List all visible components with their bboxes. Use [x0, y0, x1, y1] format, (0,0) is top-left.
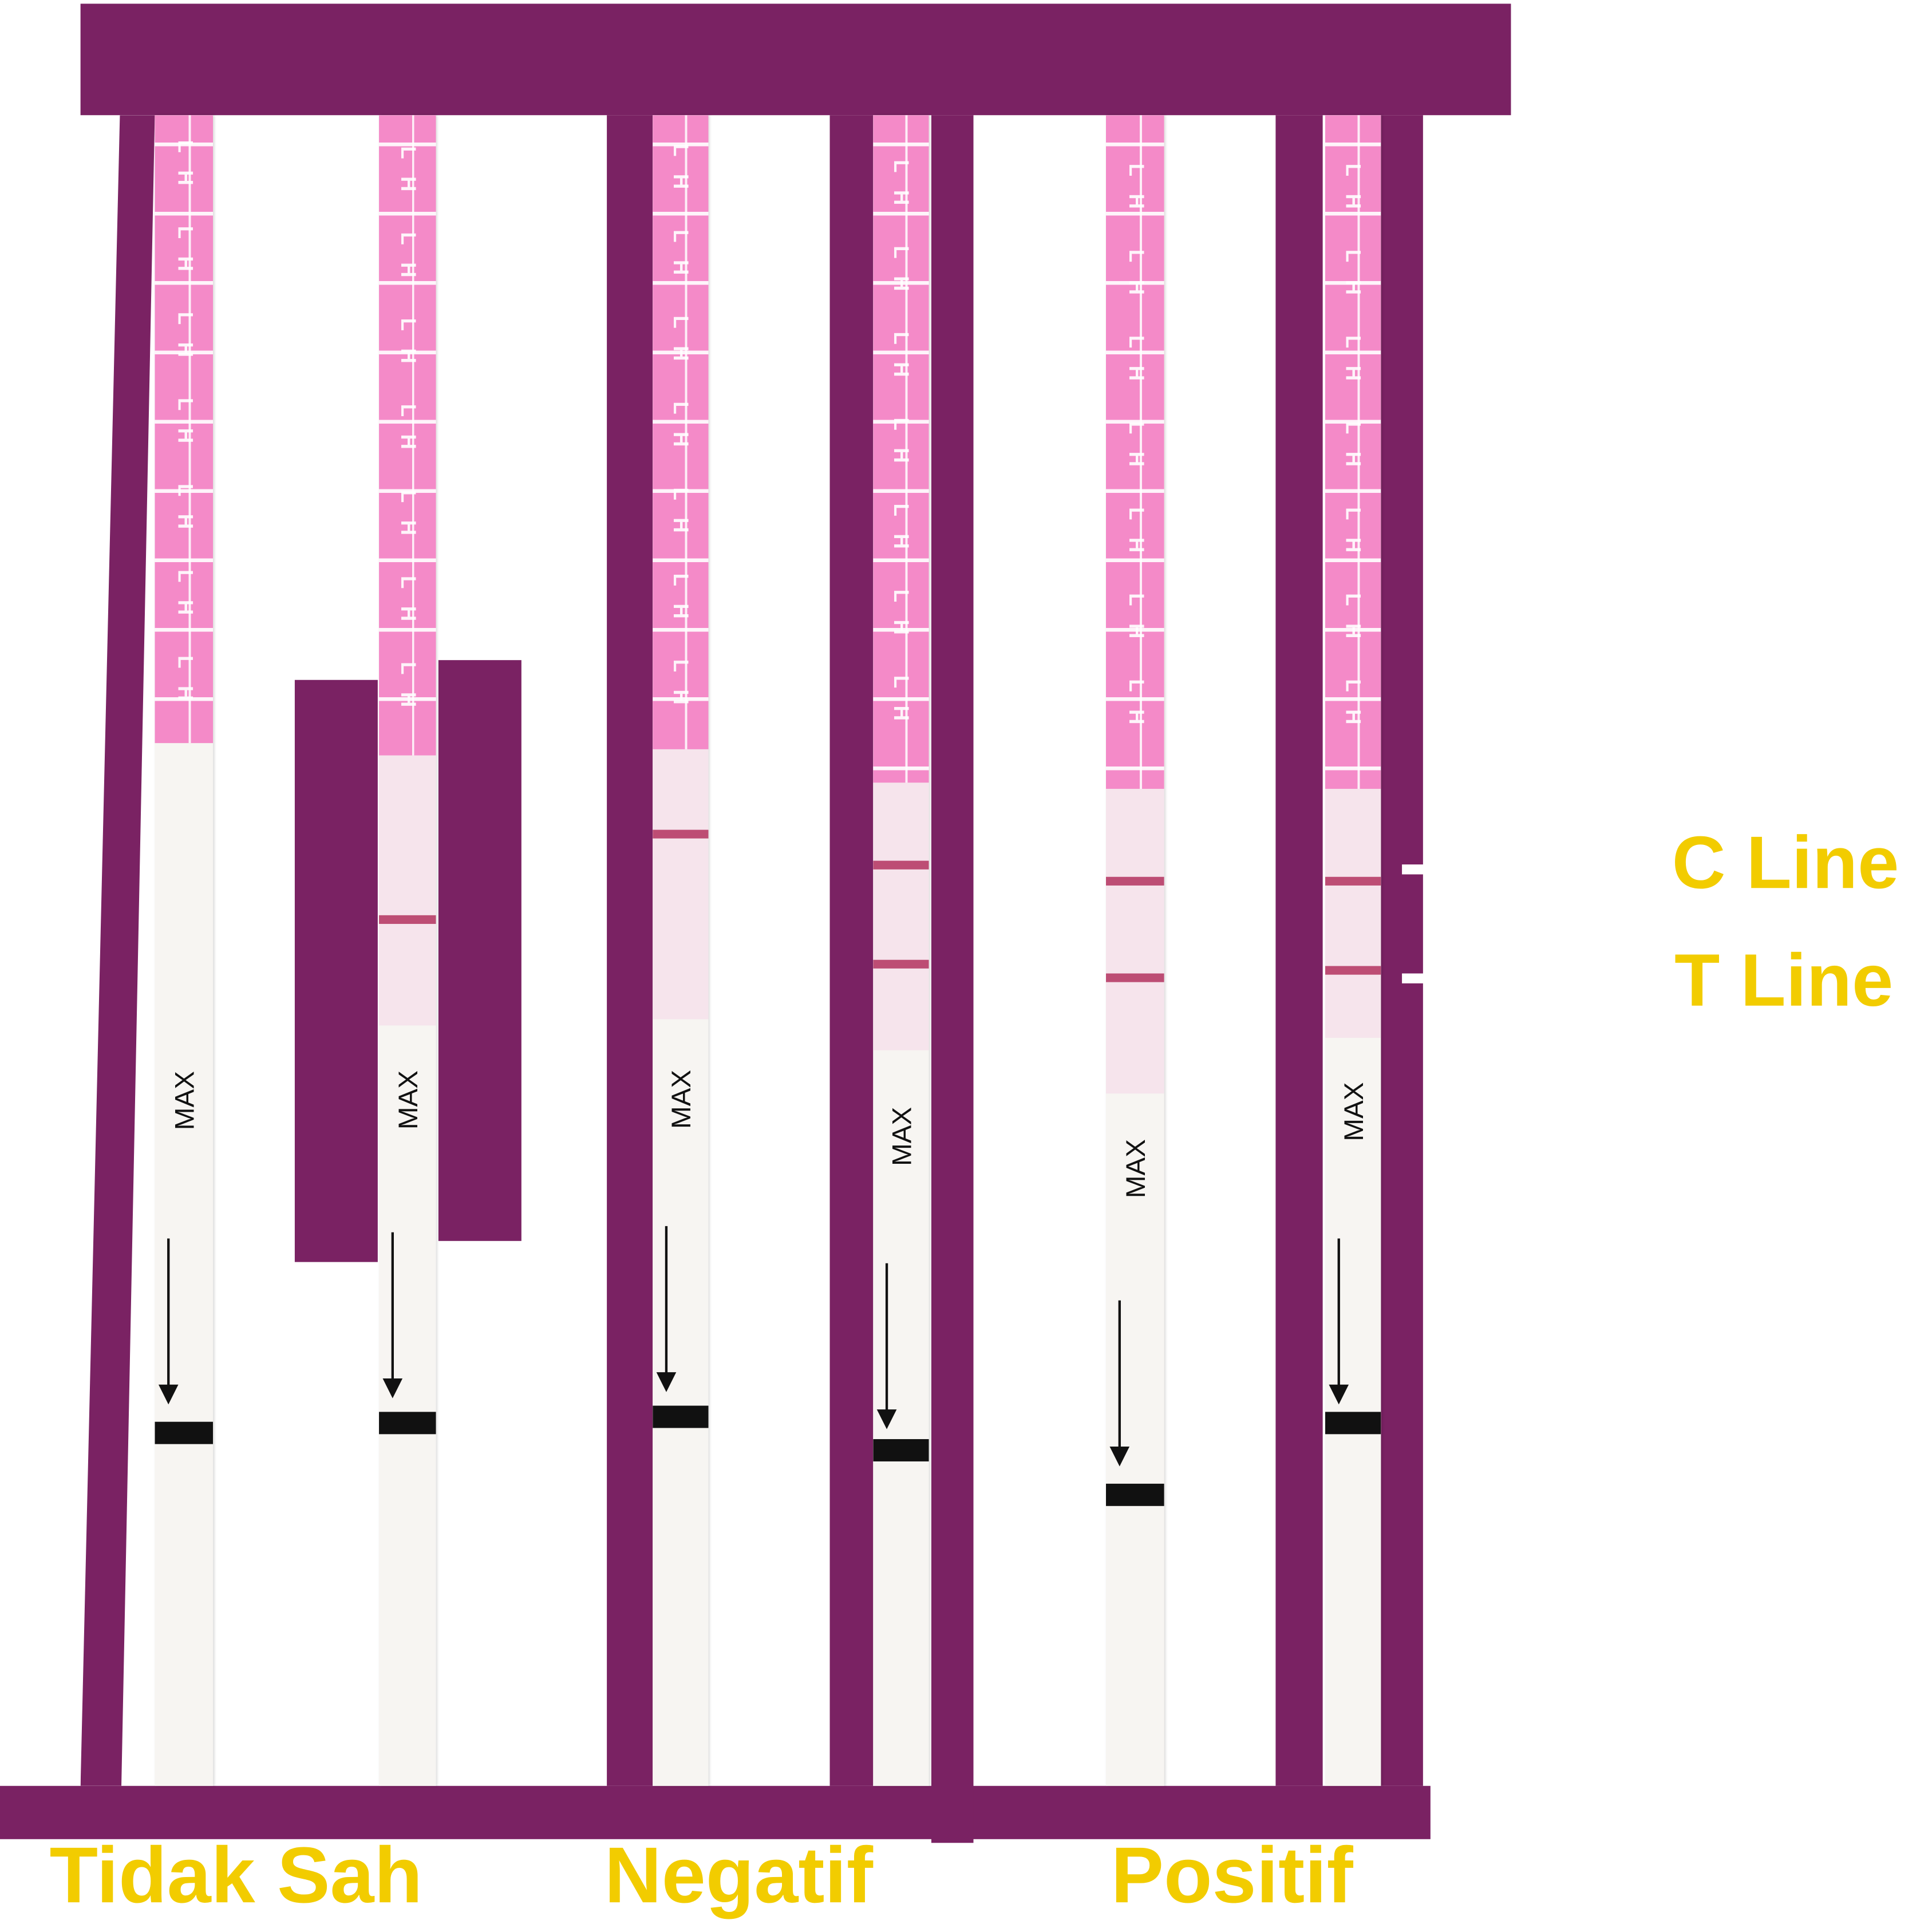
category-label-invalid: Tidak Sah [49, 1830, 423, 1920]
strip-pink-handle: LH LH LH LH LH LH LH [653, 115, 709, 749]
frame-left-bar [80, 115, 155, 1786]
strip-pink-handle: LH LH LH LH LH LH LH [873, 115, 929, 783]
control-line [1325, 876, 1381, 886]
dip-arrow-icon [382, 1232, 403, 1398]
test-strip: LH LH LH LH LH LH LH MAX [1106, 115, 1164, 1786]
result-window [1106, 789, 1164, 1094]
strip-brand-print: LH LH LH LH LH LH LH [1124, 163, 1148, 741]
frame-divider [1381, 115, 1423, 1786]
strip-pink-handle: LH LH LH LH LH LH LH [379, 115, 436, 756]
result-window [1325, 789, 1381, 1038]
category-label-negative: Negatif [604, 1830, 874, 1920]
control-line [653, 829, 709, 839]
result-window [379, 755, 436, 1026]
test-line [1106, 973, 1164, 982]
c-line-label: C Line [1672, 821, 1899, 904]
dip-arrow-icon [656, 1226, 677, 1392]
strip-brand-print: LH LH LH LH LH LH LH [889, 160, 913, 738]
test-strip: LH LH LH LH LH LH LH MAX [1325, 115, 1381, 1786]
max-print: MAX [1120, 1139, 1151, 1199]
test-strip: LH LH LH LH LH LH LH MAX [873, 115, 929, 1786]
control-line [873, 860, 929, 870]
dip-arrow-icon [1329, 1238, 1349, 1405]
test-strip: LH LH LH LH LH LH LH MAX [155, 115, 214, 1786]
max-print: MAX [169, 1071, 200, 1131]
frame-block [438, 660, 521, 1241]
frame-divider [829, 115, 874, 1786]
max-print: MAX [1338, 1082, 1369, 1141]
control-line [1106, 876, 1164, 886]
max-dip-mark [653, 1405, 709, 1428]
t-line-label: T Line [1674, 938, 1894, 1022]
frame-bottom-bar [0, 1785, 1431, 1839]
frame-divider [931, 115, 974, 1843]
max-dip-mark [873, 1439, 929, 1461]
strip-brand-print: LH LH LH LH LH LH LH [396, 146, 420, 725]
strip-pink-handle: LH LH LH LH LH LH LH [155, 115, 214, 744]
result-window [873, 783, 929, 1050]
strip-brand-print: LH LH LH LH LH LH LH [173, 140, 197, 718]
dip-arrow-icon [876, 1263, 897, 1429]
max-print: MAX [886, 1107, 918, 1166]
strip-brand-print: LH LH LH LH LH LH LH [669, 143, 693, 722]
strip-brand-print: LH LH LH LH LH LH LH [1341, 163, 1365, 741]
max-dip-mark [1325, 1412, 1381, 1435]
dip-arrow-icon [158, 1238, 179, 1405]
max-dip-mark [379, 1412, 436, 1435]
test-line [1325, 966, 1381, 975]
frame-top-bar [80, 3, 1511, 116]
frame-divider [1275, 115, 1323, 1786]
max-print: MAX [392, 1070, 424, 1130]
strip-pink-handle: LH LH LH LH LH LH LH [1106, 115, 1164, 789]
max-dip-mark [155, 1421, 214, 1444]
frame-block [294, 679, 378, 1262]
c-line-marker [1402, 864, 1429, 875]
max-print: MAX [665, 1069, 697, 1129]
control-line [379, 915, 436, 924]
t-line-marker [1402, 973, 1429, 983]
dip-arrow-icon [1109, 1300, 1130, 1467]
category-label-positive: Positif [1111, 1830, 1353, 1920]
strip-pink-handle: LH LH LH LH LH LH LH [1325, 115, 1381, 789]
frame-divider [607, 115, 653, 1786]
result-window [653, 749, 709, 1020]
test-strip: LH LH LH LH LH LH LH MAX [379, 115, 436, 1786]
test-strip: LH LH LH LH LH LH LH MAX [653, 115, 709, 1786]
max-dip-mark [1106, 1483, 1164, 1506]
test-line [873, 959, 929, 969]
